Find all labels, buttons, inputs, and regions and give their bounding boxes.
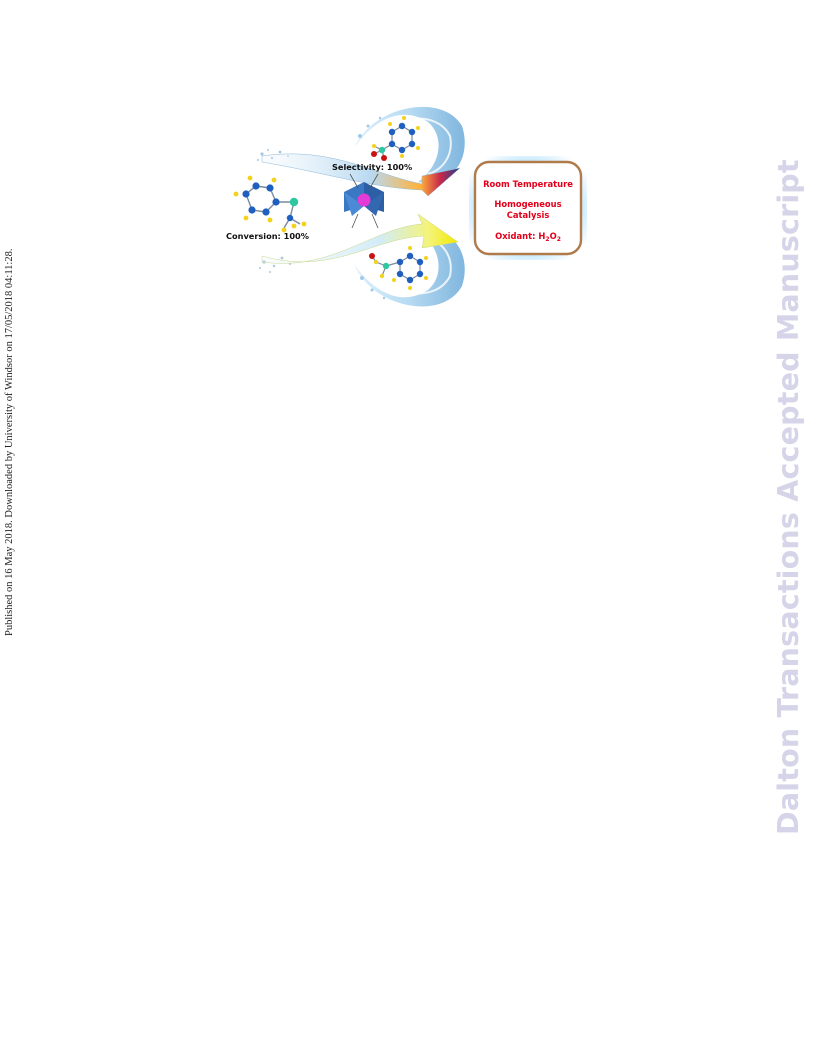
publication-side-note: Published on 16 May 2018. Downloaded by … [4,248,15,636]
bottom-product-molecule [369,246,428,290]
condition-room-temperature: Room Temperature [483,179,573,189]
conversion-label: Conversion: 100% [226,231,309,241]
substrate-molecule [233,175,307,233]
condition-oxidant: Oxidant: H2O2 [495,231,561,243]
graphical-abstract: Selectivity: 100% Conversion: 100% Room … [222,96,590,318]
accepted-manuscript-watermark: Dalton Transactions Accepted Manuscript [772,159,805,835]
reaction-conditions-box: Room Temperature Homogeneous Catalysis O… [469,156,587,260]
lower-reaction-arrow [261,213,459,264]
graphical-abstract-svg: Selectivity: 100% Conversion: 100% Room … [226,106,587,307]
upper-reaction-arrow [261,153,461,197]
selectivity-label: Selectivity: 100% [332,162,412,172]
bottom-water-swirl [354,229,465,307]
catalyst-complex [344,173,384,229]
top-water-swirl [354,106,465,183]
condition-homogeneous: Homogeneous [494,199,561,209]
condition-catalysis: Catalysis [507,210,550,220]
top-product-molecule [371,116,420,161]
